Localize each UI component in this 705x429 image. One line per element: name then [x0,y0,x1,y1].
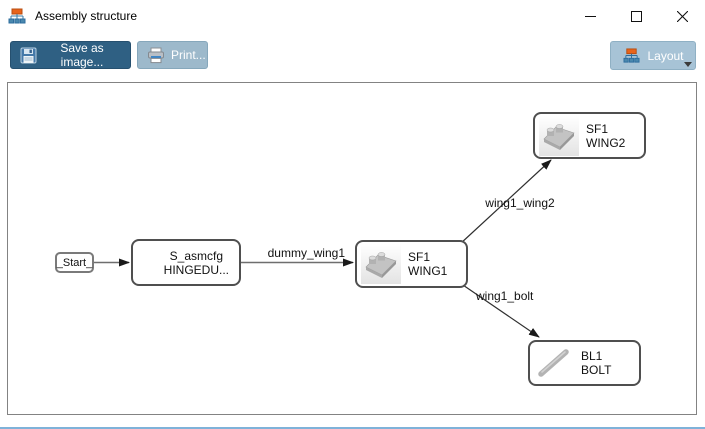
node-asmcfg-line2: HINGEDU... [163,262,229,277]
edge-label-wing1-wing2: wing1_wing2 [485,196,555,210]
node-start[interactable]: _Start_ [55,252,94,273]
print-button[interactable]: Print... [137,41,208,69]
edge-label-wing1-bolt: wing1_bolt [476,289,534,303]
node-wing2-line1: SF1 [586,121,609,136]
node-bolt-line2: BOLT [581,363,612,377]
node-wing1-line1: SF1 [408,250,431,264]
node-asmcfg[interactable]: S_asmcfg HINGEDU... [131,239,241,286]
window-controls [567,0,705,32]
minimize-icon[interactable] [567,0,613,32]
diagram-canvas[interactable]: dummy_wing1 wing1_wing2 wing1_bolt _Star… [7,82,697,415]
node-wing2[interactable]: SF1 WING2 [533,112,646,159]
print-label: Print... [171,48,206,62]
node-bolt-line1: BL1 [581,349,603,363]
edge-label-dummy-wing1: dummy_wing1 [267,246,345,260]
close-icon[interactable] [659,0,705,32]
diagram-edges [94,159,552,338]
maximize-icon[interactable] [613,0,659,32]
bolt-part-icon [534,343,574,383]
org-chart-icon [622,47,641,64]
node-asmcfg-line1: S_asmcfg [169,248,223,263]
layout-label: Layout [647,48,684,63]
node-bolt[interactable]: BL1 BOLT [528,340,641,386]
window-title: Assembly structure [35,9,138,23]
save-as-image-button[interactable]: Save as image... [10,41,131,69]
layout-button[interactable]: Layout [610,41,696,70]
node-start-label: _Start_ [56,256,93,269]
chevron-down-icon [684,62,692,67]
floppy-disk-icon [20,47,37,64]
wing-part-icon [539,115,579,156]
window-bottom-border [0,427,705,429]
node-wing1-line2: WING1 [408,264,448,278]
org-chart-icon [7,8,27,25]
node-wing2-line2: WING2 [586,135,626,150]
wing-part-icon [361,244,401,284]
node-wing1[interactable]: SF1 WING1 [355,240,468,288]
printer-icon [147,47,165,64]
titlebar: Assembly structure [0,0,705,32]
save-as-image-label: Save as image... [60,41,104,69]
